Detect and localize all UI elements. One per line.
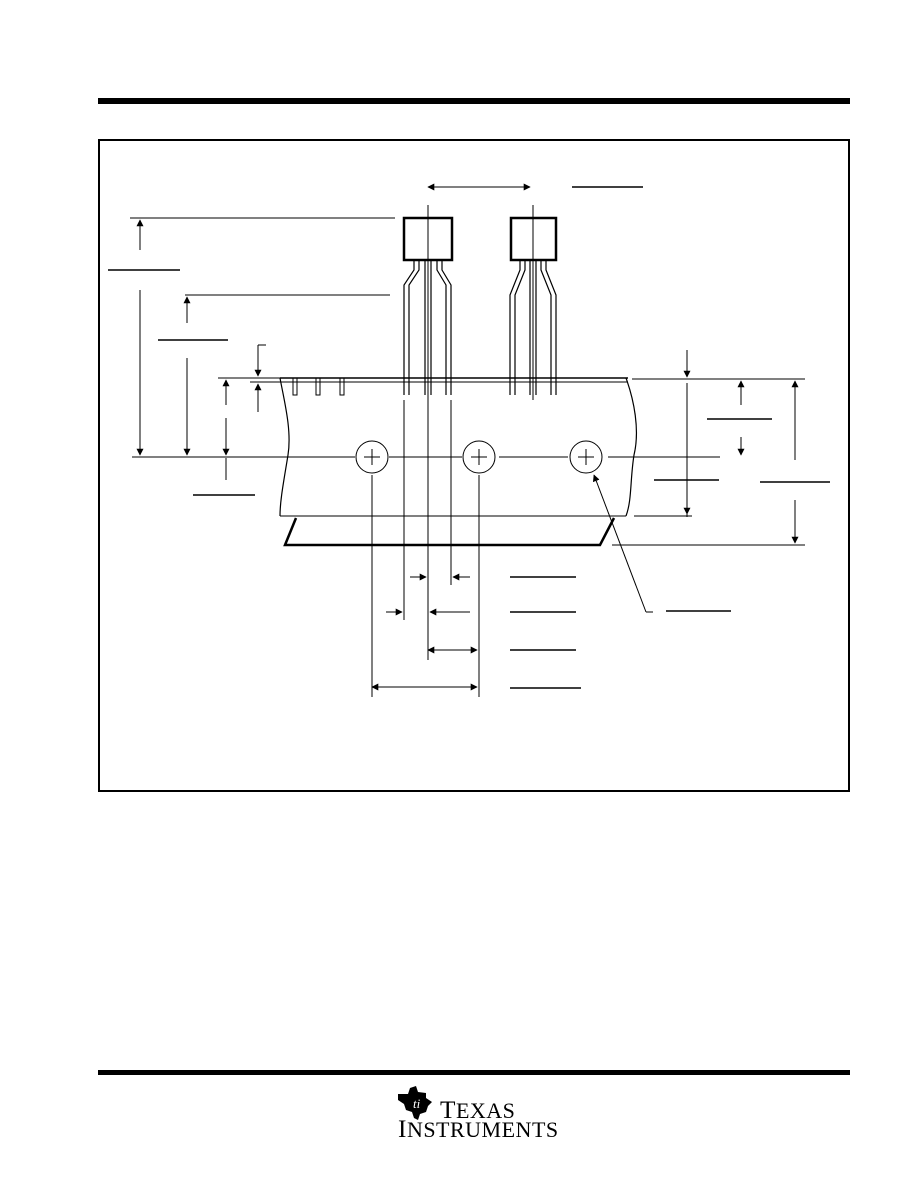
dimension-seating-height [158,294,390,456]
dimension-adhesive-width [634,350,719,517]
ti-state-logo-icon: ti [398,1086,432,1120]
carrier-tape-dimension-drawing [108,183,830,697]
svg-text:ti: ti [413,1096,421,1111]
footer-rule [98,1070,850,1075]
texas-instruments-logo: ti TEXAS INSTRUMENTS [396,1084,559,1144]
extension-lines-bottom [371,400,480,697]
dimension-sprocket-pitch [371,683,581,691]
header-rule [98,98,850,104]
logo-text-texas: TEXAS [440,1096,516,1124]
dimension-overall-height [108,217,395,456]
dimension-tape-offset [250,344,280,412]
component-body-right [509,205,558,400]
carrier-tape [279,377,637,547]
dimension-tape-width [612,380,830,546]
sprocket-hole-1 [355,440,389,474]
sprocket-hole-2 [462,440,496,474]
dimension-hole-to-tape-edge [193,377,280,496]
tape-and-reel-drawing-frame [98,139,850,792]
component-leads-left [403,260,452,395]
logo-text-instruments: INSTRUMENTS [398,1115,559,1143]
component-leads-right [509,260,557,395]
dimension-hole-position [632,378,805,456]
leader-hole-diameter [592,474,731,613]
sprocket-hole-3 [569,440,603,474]
component-body-left [402,205,454,400]
